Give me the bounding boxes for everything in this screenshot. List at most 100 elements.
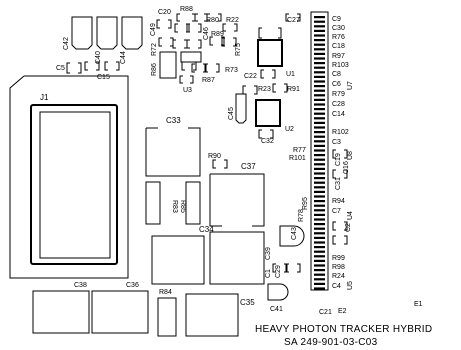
strip-pad [314,126,325,129]
strip-pad [314,158,325,161]
label-c33: C33 [166,116,181,125]
label-c22: C22 [244,73,257,80]
strip-pad [314,287,325,290]
regulator-u1: U1 C22 R23 R91 [244,27,300,93]
label-u2: U2 [285,126,294,133]
strip-pad [314,190,325,193]
strip-pad [314,16,325,19]
label-c9: C9 [332,16,341,23]
strip-pad [314,278,325,281]
strip-pad [314,172,325,175]
label-c3: C3 [332,139,341,146]
board-part-number: SA 249-901-03-C03 [284,337,378,348]
strip-pad [314,223,325,226]
label-u3: U3 [183,87,192,94]
connector-j1: J1 [9,75,129,279]
label-j1: J1 [40,93,49,102]
strip-pad [314,71,325,74]
strip-pad [314,39,325,42]
strip-pad [314,218,325,221]
strip-pad [314,117,325,120]
label-u7: U7 [347,81,354,90]
label-r83: R83 [171,200,178,213]
label-c28: C28 [332,101,345,108]
strip-pad [314,140,325,143]
label-r77: R77 [293,147,306,154]
label-r98: R98 [332,264,345,271]
strip-pad [314,204,325,207]
label-c44: C44 [120,51,127,64]
strip-pad [314,167,325,170]
strip-pad [314,269,325,272]
strip-pad [314,255,325,258]
strip-pad [314,20,325,23]
strip-pad [314,200,325,203]
caps-bottom: C38 C36 R84 C35 C21 E2 E1 [32,282,423,337]
label-r86: R86 [151,63,158,76]
label-c8: C8 [332,71,341,78]
label-c46: C46 [203,27,210,40]
strip-pad [314,103,325,106]
strip-pad [314,52,325,55]
strip-pad [314,66,325,69]
strip-pad [314,121,325,124]
strip-pad [314,227,325,230]
label-c43: C43 [291,227,298,240]
strip-pad [314,195,325,198]
label-u5: U5 [347,281,354,290]
strip-pad [314,62,325,65]
strip-pad [314,135,325,138]
caps-middle: C33 R90 C37 R83 R85 C34 C39 C43 C1 C29 C… [145,116,305,313]
strip-pad [314,98,325,101]
strip-pad [314,273,325,276]
label-c1: C1 [265,269,272,278]
pad-strip-right [310,11,329,291]
board-title-block: HEAVY PHOTON TRACKER HYBRID SA 249-901-0… [255,324,432,348]
label-r79: R79 [332,91,345,98]
label-c7: C7 [332,208,341,215]
label-c42: C42 [63,37,70,50]
label-r87: R87 [202,77,215,84]
label-c30: C30 [332,25,345,32]
label-c45: C45 [228,107,235,120]
label-u8: U8 [347,151,354,160]
strip-pad [314,131,325,134]
label-c2: C2 [345,223,352,232]
strip-pad [314,34,325,37]
label-c4: C4 [332,283,341,290]
label-r90: R90 [208,153,221,160]
label-c31: C31 [335,177,342,190]
strip-pad [314,85,325,88]
label-c21: C21 [319,309,332,316]
strip-pad [314,43,325,46]
regulator-u2: C45 U2 C32 [228,85,294,145]
strip-pad [314,232,325,235]
label-c19: C19 [335,153,342,166]
label-r99: R99 [332,255,345,262]
label-c15: C15 [97,74,110,81]
strip-pad [314,149,325,152]
strip-pad [314,163,325,166]
strip-pad [314,94,325,97]
label-c40: C40 [95,51,102,64]
label-c29: C29 [275,265,282,278]
label-r85: R85 [179,200,186,213]
label-r84: R84 [159,289,172,296]
label-c27: C27 [287,17,300,24]
label-r23: R23 [258,86,271,93]
caps-top-left: C42 C40 C44 C5 C15 [56,16,143,81]
strip-pad [314,154,325,157]
label-r78: R78 [298,209,305,222]
label-r103: R103 [332,62,349,69]
strip-pad [314,264,325,267]
strip-pad [314,89,325,92]
label-r75: R75 [235,43,242,56]
labels-right: C9 C30 R76 C18 R97 R103 C8 C6 U7 R79 C28… [289,16,354,290]
label-c39: C39 [265,247,272,260]
strip-pad [314,241,325,244]
strip-pad [314,236,325,239]
label-c34: C34 [199,225,214,234]
passives-top: C20 R88 R80 R22 C49 C46 R89 R75 R72 R86 … [150,6,301,94]
label-r72: R72 [151,43,158,56]
